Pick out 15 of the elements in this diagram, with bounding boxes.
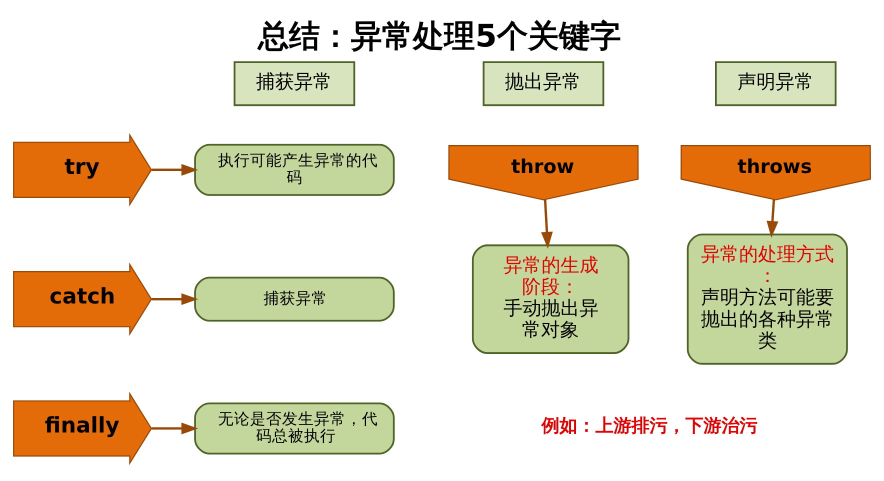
arrow — [766, 199, 778, 238]
node-box: 无论是否发生异常，代码总被执行 — [194, 402, 395, 455]
node-box: 声明异常 — [715, 61, 837, 106]
diagram-title: 总结：异常处理5个关键字 — [258, 18, 621, 54]
arrow — [152, 422, 198, 434]
node-box: 抛出异常 — [482, 61, 604, 106]
node-box: 执行可能产生异常的代码 — [194, 144, 395, 196]
node-box: 捕获异常 — [194, 276, 395, 322]
arrow — [541, 199, 553, 249]
node-box: 异常的处理方式： 声明方法可能要抛出的各种异常类 — [686, 234, 848, 365]
node-box: 异常的生成阶段： 手动抛出异常对象 — [472, 244, 630, 354]
label: 例如：上游排污，下游治污 — [542, 415, 758, 436]
node-box: 捕获异常 — [234, 61, 356, 106]
arrow — [152, 293, 198, 306]
arrow — [152, 164, 198, 176]
